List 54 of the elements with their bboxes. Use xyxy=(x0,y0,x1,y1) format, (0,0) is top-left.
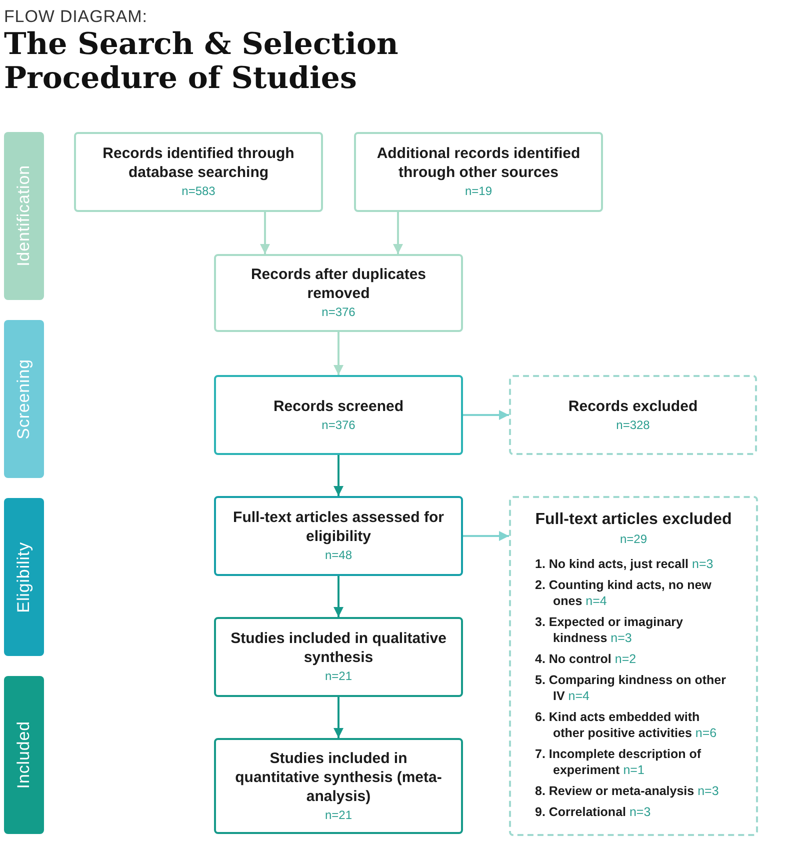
count-label: n=583 xyxy=(182,183,216,200)
count-label: n=376 xyxy=(322,304,356,321)
stage-band xyxy=(4,676,44,834)
count-label: n=21 xyxy=(324,806,352,824)
process-box xyxy=(214,496,463,576)
stage-label: Identification xyxy=(13,165,34,267)
exclusion-reason: 1. No kind acts, just recall n=3 xyxy=(535,556,714,572)
box-title: Studies included in quantitative synthesis (meta-analysis) xyxy=(234,748,443,806)
arrow xyxy=(393,212,403,254)
box-heading: Full-text articles excluded xyxy=(535,510,732,530)
arrow xyxy=(463,410,509,420)
exclusion-reason: 8. Review or meta-analysis n=3 xyxy=(535,783,720,799)
arrow xyxy=(463,531,509,541)
count-label: n=19 xyxy=(464,183,492,200)
box-title: Records screened xyxy=(273,396,404,416)
arrow xyxy=(334,576,344,617)
stage-label: Eligibility xyxy=(13,542,34,612)
box-title: Records after duplicates removed xyxy=(250,265,428,303)
exclusion-reason: 9. Correlational n=3 xyxy=(535,804,652,820)
process-box xyxy=(214,254,463,332)
box-title: Full-text articles assessed for eligibility xyxy=(232,508,445,546)
stage-band xyxy=(4,498,44,656)
diagram-kicker: FLOW DIAGRAM: xyxy=(4,6,148,28)
count-label: n=29 xyxy=(618,531,648,548)
box-title: Records identified through database searching xyxy=(102,144,296,182)
arrow xyxy=(334,332,344,375)
stage-band xyxy=(4,320,44,478)
diagram-title: The Search & Selection Procedure of Studies xyxy=(4,28,400,96)
exclusion-box xyxy=(509,496,758,836)
process-box xyxy=(214,738,463,834)
process-box xyxy=(74,132,323,212)
box-title: Additional records identified through other sources xyxy=(376,144,582,182)
exclusion-reason: 6. Kind acts embedded with other positive activities n=6 xyxy=(535,709,718,741)
process-box xyxy=(214,375,463,455)
exclusion-reason: 4. No control n=2 xyxy=(535,651,638,667)
exclusion-reason: 5. Comparing kindness on other IV n=4 xyxy=(535,672,727,704)
count-label: n=21 xyxy=(324,668,352,685)
process-box xyxy=(214,617,463,697)
stage-label: Included xyxy=(13,721,34,789)
count-label: n=328 xyxy=(616,416,650,434)
count-label: n=48 xyxy=(324,547,352,564)
arrow xyxy=(334,455,344,496)
arrow xyxy=(260,212,270,254)
exclusion-reason: 2. Counting kind acts, no new ones n=4 xyxy=(535,577,712,609)
box-title: Records excluded xyxy=(568,396,698,416)
arrow xyxy=(334,697,344,738)
process-box xyxy=(509,375,757,455)
stage-band xyxy=(4,132,44,300)
stage-label: Screening xyxy=(13,358,34,440)
process-box xyxy=(354,132,603,212)
box-title: Studies included in qualitative synthesis xyxy=(230,629,448,667)
count-label: n=376 xyxy=(322,416,356,434)
exclusion-reason: 7. Incomplete description of experiment n=1 xyxy=(535,746,702,778)
exclusion-reason: 3. Expected or imaginary kindness n=3 xyxy=(535,614,684,646)
